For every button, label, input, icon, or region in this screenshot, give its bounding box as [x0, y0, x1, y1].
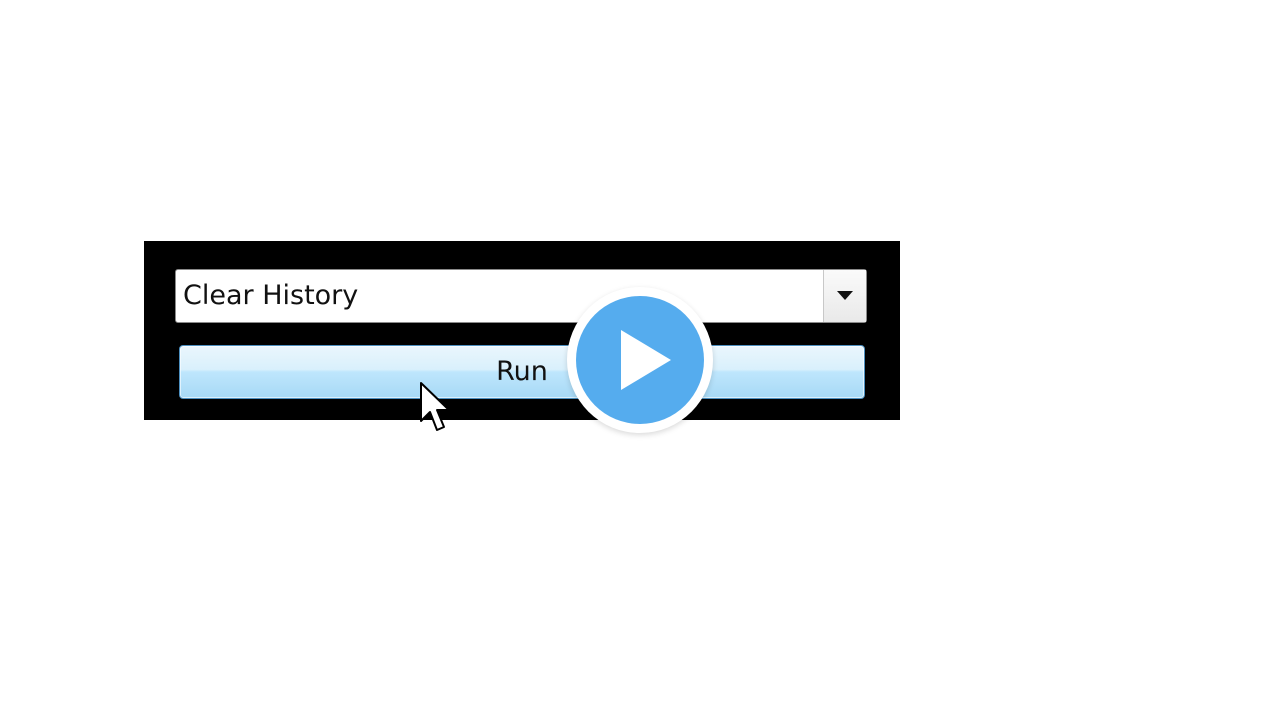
run-button[interactable]: Run	[179, 345, 865, 399]
command-panel: Clear History Run	[144, 241, 900, 420]
command-dropdown-value: Clear History	[183, 280, 359, 311]
play-icon	[576, 296, 704, 424]
video-play-button[interactable]	[567, 287, 713, 433]
dropdown-toggle[interactable]	[823, 270, 866, 322]
mouse-pointer-icon	[420, 382, 450, 431]
command-dropdown[interactable]: Clear History	[175, 269, 867, 323]
dropdown-arrow-icon	[837, 291, 853, 300]
